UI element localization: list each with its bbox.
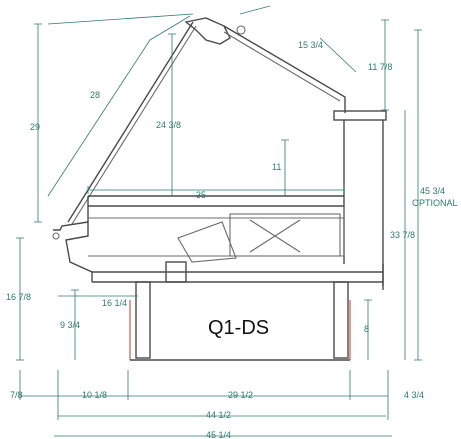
top-rail	[184, 17, 231, 45]
dim-28: 28	[90, 90, 100, 100]
dim-33-7-8: 33 7/8	[390, 230, 415, 240]
dim-45-1-4: 45 1/4	[206, 430, 231, 439]
dim-11-7-8: 11 7/8	[368, 62, 392, 72]
front-leg	[135, 281, 151, 359]
front-section	[53, 221, 93, 282]
dim-7-8: 7/8	[10, 390, 23, 400]
base-red-line	[129, 300, 351, 360]
dim-optional: OPTIONAL	[412, 198, 458, 208]
dim-15-3-4: 15 3/4	[298, 40, 323, 50]
hinge-circle	[236, 25, 246, 35]
coil-slant	[177, 221, 237, 263]
rear-column-cap	[333, 110, 387, 121]
rear-top-inner	[223, 31, 341, 102]
dim-11: 11	[272, 162, 281, 172]
dim-29: 29	[30, 122, 40, 132]
dim-29-1-2: 29 1/2	[228, 390, 253, 400]
front-glass-inner	[71, 25, 197, 225]
dimension-labels: 29 28 24 3/8 15 3/4 11 7/8 11 35 45 3/4 …	[6, 40, 458, 439]
model-label: Q1-DS	[208, 317, 269, 339]
coil-box	[229, 213, 341, 257]
rear-column	[343, 120, 384, 286]
control-box	[165, 261, 187, 283]
dim-44-1-2: 44 1/2	[206, 410, 231, 420]
coil-x	[249, 219, 301, 253]
rear-leg	[333, 281, 349, 359]
dim-4-3-4: 4 3/4	[404, 390, 424, 400]
dim-9-3-4: 9 3/4	[60, 320, 80, 330]
dim-35: 35	[196, 190, 206, 200]
front-knob	[52, 232, 60, 240]
dim-24-3-8: 24 3/8	[156, 120, 181, 130]
dim-10-1-8: 10 1/8	[82, 390, 107, 400]
rear-top	[223, 25, 346, 113]
dimension-lines	[16, 5, 422, 437]
dim-8: 8	[364, 324, 369, 334]
dim-16-1-4: 16 1/4	[102, 298, 127, 308]
case-outline	[52, 17, 387, 361]
dim-16-7-8: 16 7/8	[6, 292, 31, 302]
dim-45-3-4: 45 3/4	[420, 186, 445, 196]
